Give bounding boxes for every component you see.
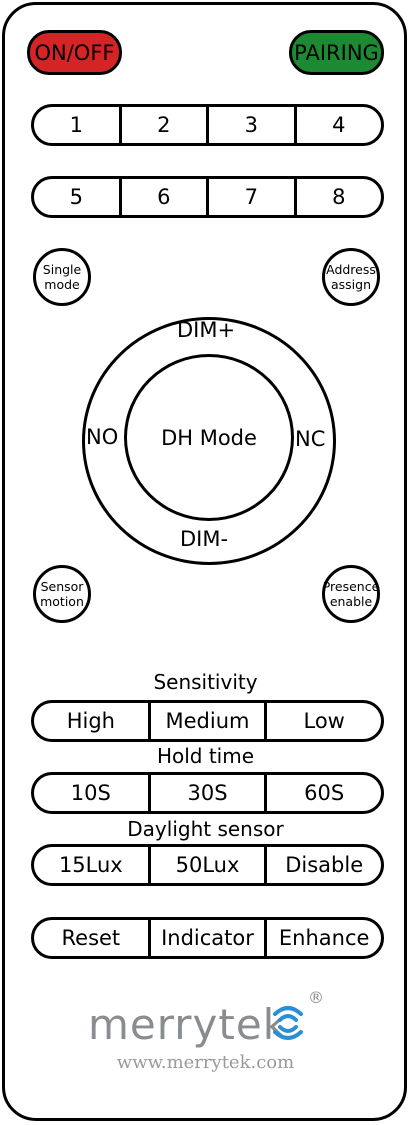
address-assign-label-2: assign [330,277,371,292]
single-mode-label-1: Single [42,262,82,277]
dim-down-button[interactable]: DIM- [180,527,229,551]
channel-5-button[interactable]: 5 [69,185,83,209]
daylight-row: 15Lux 50Lux Disable [31,844,384,886]
daylight-title: Daylight sensor [127,817,284,841]
function-row: Reset Indicator Enhance [31,917,384,959]
dim-up-button[interactable]: DIM+ [177,318,236,342]
daylight-50lux-button[interactable]: 50Lux [147,847,265,883]
hold-time-row: 10S 30S 60S [31,772,384,814]
presence-enable-label-2: enable [329,594,373,609]
logo-wordmark: merrytek [88,1000,289,1049]
single-mode-button[interactable]: Single mode [33,248,91,306]
sensor-motion-label-2: motion [40,594,84,609]
brand-url: www.merrytek.com [116,1052,295,1073]
channel-7-button[interactable]: 7 [206,179,294,215]
nc-button[interactable]: NC [295,427,326,451]
wifi-wave-icon [273,1006,303,1040]
channel-2-button[interactable]: 2 [118,107,207,143]
channel-4-button[interactable]: 4 [293,107,382,143]
sensor-motion-button[interactable]: Sensor motion [33,565,91,623]
address-assign-button[interactable]: Address assign [322,248,380,306]
sensitivity-row: High Medium Low [31,700,384,742]
sensor-motion-label-1: Sensor [40,579,84,594]
reset-button[interactable]: Reset [61,926,121,950]
channel-3-button[interactable]: 3 [206,107,294,143]
hold-10s-button[interactable]: 10S [70,781,111,805]
indicator-button[interactable]: Indicator [147,920,265,956]
channel-row-1: 1 2 3 4 [31,104,384,146]
presence-enable-label-1: Presence [322,579,380,594]
single-mode-label-2: mode [44,277,80,292]
channel-6-button[interactable]: 6 [118,179,207,215]
hold-30s-button[interactable]: 30S [147,775,265,811]
channel-8-button[interactable]: 8 [293,179,382,215]
pairing-button[interactable]: PAIRING [289,30,384,75]
daylight-disable-button[interactable]: Disable [264,847,381,883]
presence-enable-button[interactable]: Presence enable [322,565,380,623]
sensitivity-high-button[interactable]: High [66,709,115,733]
hold-time-title: Hold time [156,744,255,768]
daylight-15lux-button[interactable]: 15Lux [58,853,123,877]
sensitivity-title: Sensitivity [153,670,258,694]
dh-mode-button[interactable]: DH Mode [124,354,294,521]
sensitivity-medium-button[interactable]: Medium [147,703,265,739]
merrytek-logo: merrytek ® [88,988,328,1050]
dimming-dial [82,317,336,565]
address-assign-label-1: Address [326,262,376,277]
enhance-button[interactable]: Enhance [264,920,381,956]
channel-row-2: 5 6 7 8 [31,176,384,218]
channel-1-button[interactable]: 1 [69,113,83,137]
hold-60s-button[interactable]: 60S [264,775,381,811]
sensitivity-low-button[interactable]: Low [264,703,381,739]
registered-mark: ® [308,988,324,1007]
no-button[interactable]: NO [86,425,119,449]
on-off-button[interactable]: ON/OFF [27,30,122,75]
